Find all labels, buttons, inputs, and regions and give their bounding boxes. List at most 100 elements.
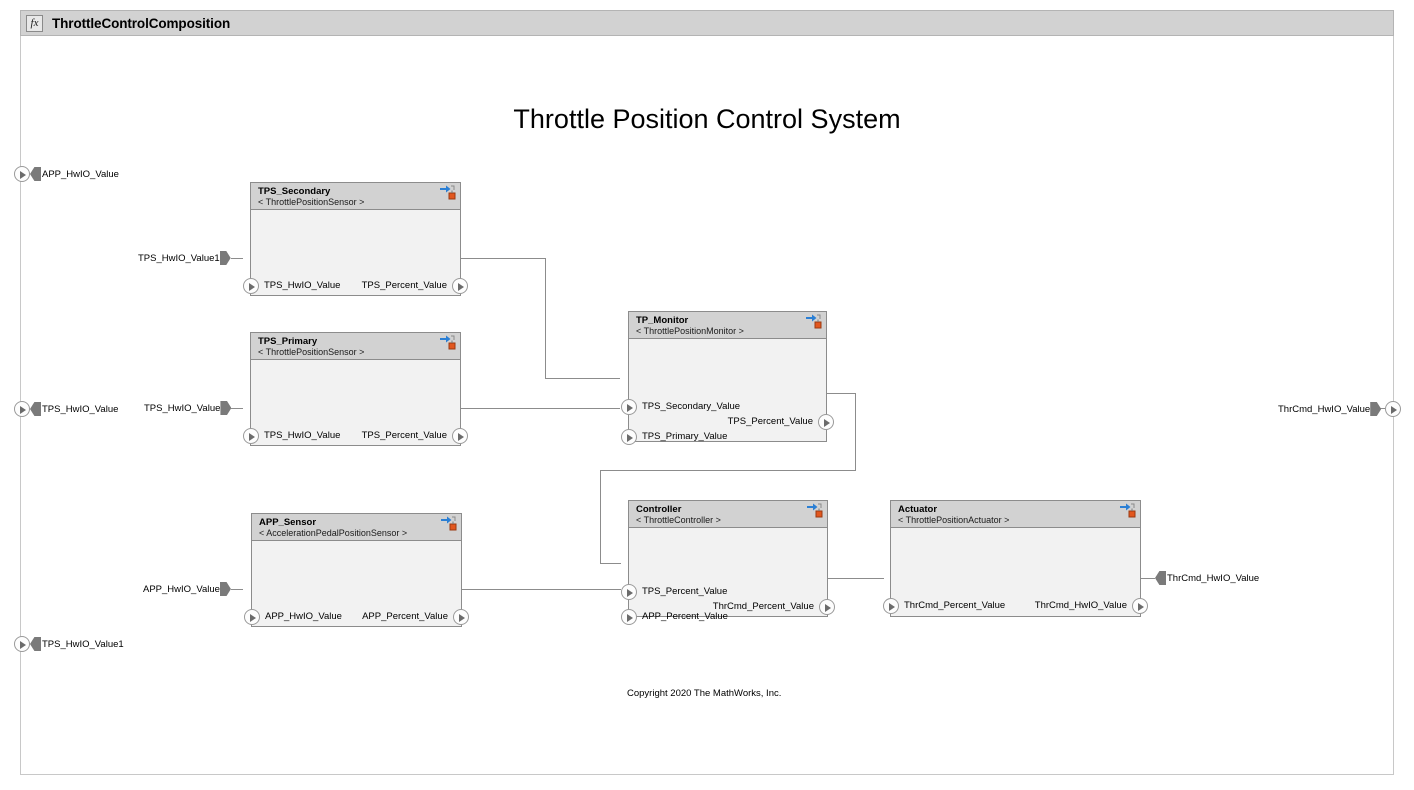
port-out-tps-percent-value[interactable] <box>452 278 468 294</box>
root-port-thrcmd-hwio-value[interactable] <box>1385 401 1401 417</box>
tag-label: ThrCmd_HwIO_Value <box>1278 403 1371 415</box>
wire-appsensor-to-controller <box>462 589 621 590</box>
tag-label: APP_HwIO_Value <box>143 583 220 595</box>
reference-model-badge-icon <box>441 516 457 531</box>
component-name: TPS_Secondary <box>258 186 331 197</box>
port-in-tps-percent-value[interactable] <box>621 584 637 600</box>
port-label-in: ThrCmd_Percent_Value <box>904 600 1006 611</box>
wire-monitor-left <box>600 470 856 471</box>
port-in-tps-hwio-value[interactable] <box>243 278 259 294</box>
root-port-tps-hwio-value1[interactable] <box>14 636 30 652</box>
tag-arrow-icon <box>1155 571 1166 585</box>
root-port-tps-hwio-value[interactable] <box>14 401 30 417</box>
component-name: Actuator <box>898 504 938 515</box>
port-in-tps-hwio-value[interactable] <box>243 428 259 444</box>
component-name: TPS_Primary <box>258 336 318 347</box>
tag-tps-hwio-value-from[interactable]: TPS_HwIO_Value <box>144 401 232 415</box>
reference-model-badge-icon <box>440 185 456 200</box>
copyright-annotation: Copyright 2020 The MathWorks, Inc. <box>627 688 782 699</box>
component-header: TP_Monitor < ThrottlePositionMonitor > <box>629 312 826 339</box>
tag-label: TPS_HwIO_Value <box>42 403 119 415</box>
port-label-out: APP_Percent_Value <box>362 611 448 622</box>
wire-actuator-to-tag <box>1141 578 1155 579</box>
tag-thrcmd-hwio-value-goto[interactable]: ThrCmd_HwIO_Value <box>1155 571 1259 585</box>
component-header: Controller < ThrottleController > <box>629 501 827 528</box>
wire-monitor-to-controller <box>600 470 601 563</box>
wire-tpssec-drop <box>545 258 546 378</box>
tag-app-hwio-value-root[interactable]: APP_HwIO_Value <box>30 167 119 181</box>
component-app-sensor[interactable]: APP_Sensor < AccelerationPedalPositionSe… <box>244 513 469 627</box>
port-in-app-percent-value[interactable] <box>621 609 637 625</box>
port-label-in: TPS_Secondary_Value <box>642 401 741 412</box>
wire-monitor-out <box>827 393 856 394</box>
tag-label: APP_HwIO_Value <box>42 168 119 180</box>
component-actuator[interactable]: Actuator < ThrottlePositionActuator > Th… <box>883 500 1148 617</box>
root-port-app-hwio-value[interactable] <box>14 166 30 182</box>
tag-arrow-icon <box>30 402 41 416</box>
tag-arrow-icon <box>219 251 231 265</box>
fx-icon: fx <box>26 14 43 32</box>
tag-tps-hwio-value1-root[interactable]: TPS_HwIO_Value1 <box>30 637 124 651</box>
port-in-app-hwio-value[interactable] <box>244 609 260 625</box>
tag-label: ThrCmd_HwIO_Value <box>1167 572 1260 584</box>
tag-arrow-icon <box>220 401 232 415</box>
wire-tpssec-to-monitor <box>545 378 620 379</box>
component-header: TPS_Secondary < ThrottlePositionSensor > <box>251 183 460 210</box>
tag-app-hwio-value-from[interactable]: APP_HwIO_Value <box>143 582 231 596</box>
model-title-bar: fx ThrottleControlComposition <box>20 10 1394 36</box>
port-in-tps-primary-value[interactable] <box>621 429 637 445</box>
port-label-in: TPS_Primary_Value <box>642 431 728 442</box>
component-tp-monitor[interactable]: TP_Monitor < ThrottlePositionMonitor > T… <box>621 311 834 445</box>
tag-tps-hwio-value1-from[interactable]: TPS_HwIO_Value1 <box>138 251 231 265</box>
port-label-in: APP_Percent_Value <box>642 611 728 622</box>
component-tps-secondary[interactable]: TPS_Secondary < ThrottlePositionSensor >… <box>243 182 468 296</box>
port-label-in: TPS_Percent_Value <box>642 586 728 597</box>
component-stereotype: < ThrottlePositionSensor > <box>258 197 365 207</box>
tag-label: TPS_HwIO_Value1 <box>42 638 124 650</box>
port-out-tps-percent-value[interactable] <box>818 414 834 430</box>
component-name: Controller <box>636 504 682 515</box>
port-label-out: TPS_Percent_Value <box>361 280 447 291</box>
component-name: APP_Sensor <box>259 517 317 528</box>
port-out-tps-percent-value[interactable] <box>452 428 468 444</box>
page-title: ThrottleControlComposition <box>52 15 231 31</box>
tag-label: TPS_HwIO_Value1 <box>138 252 220 264</box>
port-label-out: ThrCmd_Percent_Value <box>712 601 814 612</box>
wire-monitor-controller-in <box>600 563 621 564</box>
reference-model-badge-icon <box>1120 503 1136 518</box>
reference-model-badge-icon <box>806 314 822 329</box>
tag-thrcmd-hwio-value-root[interactable]: ThrCmd_HwIO_Value <box>1278 402 1382 416</box>
component-header: TPS_Primary < ThrottlePositionSensor > <box>251 333 460 360</box>
port-label-out: TPS_Percent_Value <box>361 430 447 441</box>
tag-arrow-icon <box>219 582 231 596</box>
component-tps-primary[interactable]: TPS_Primary < ThrottlePositionSensor > T… <box>243 332 468 446</box>
port-out-thrcmd-hwio-value[interactable] <box>1132 598 1148 614</box>
port-in-thrcmd-percent-value[interactable] <box>883 598 899 614</box>
component-stereotype: < ThrottlePositionMonitor > <box>636 326 744 336</box>
reference-model-badge-icon <box>807 503 823 518</box>
port-out-thrcmd-percent-value[interactable] <box>819 599 835 615</box>
port-label-out: TPS_Percent_Value <box>727 416 813 427</box>
tag-arrow-icon <box>30 167 41 181</box>
component-header: APP_Sensor < AccelerationPedalPositionSe… <box>252 514 461 541</box>
port-label-in: TPS_HwIO_Value <box>264 430 341 441</box>
component-header: Actuator < ThrottlePositionActuator > <box>891 501 1140 528</box>
tag-tps-hwio-value-root[interactable]: TPS_HwIO_Value <box>30 402 118 416</box>
component-stereotype: < AccelerationPedalPositionSensor > <box>259 528 408 538</box>
port-out-app-percent-value[interactable] <box>453 609 469 625</box>
tag-label: TPS_HwIO_Value <box>144 402 221 414</box>
component-controller[interactable]: Controller < ThrottleController > TPS_Pe… <box>621 500 835 625</box>
port-label-out: ThrCmd_HwIO_Value <box>1034 600 1127 611</box>
wire-tag-to-tpssec <box>231 258 243 259</box>
tag-arrow-icon <box>30 637 41 651</box>
component-stereotype: < ThrottleController > <box>636 515 721 525</box>
reference-model-badge-icon <box>440 335 456 350</box>
wire-tag-to-tpsprim <box>231 408 243 409</box>
component-stereotype: < ThrottlePositionActuator > <box>898 515 1010 525</box>
port-in-tps-secondary-value[interactable] <box>621 399 637 415</box>
port-label-in: TPS_HwIO_Value <box>264 280 341 291</box>
component-name: TP_Monitor <box>636 315 689 326</box>
tag-arrow-icon <box>1370 402 1382 416</box>
port-label-in: APP_HwIO_Value <box>265 611 342 622</box>
